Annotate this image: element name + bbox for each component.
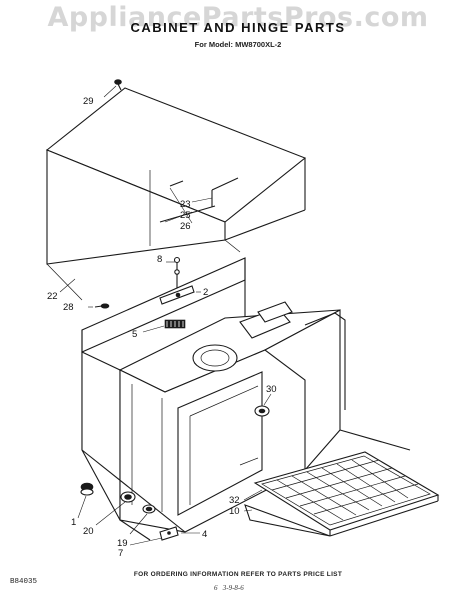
diagram-code: B84035 (10, 578, 38, 586)
foot-20 (120, 491, 136, 503)
callout-20: 20 (83, 526, 94, 537)
callout-8: 8 (157, 254, 162, 265)
callout-28: 28 (63, 302, 74, 313)
grille-rack (244, 451, 440, 537)
page-number: 6 (214, 584, 218, 592)
callout-23: 23 (180, 199, 191, 210)
callout-19: 19 (117, 538, 128, 549)
ordering-note: FOR ORDERING INFORMATION REFER TO PARTS … (133, 571, 343, 578)
callout-2: 2 (203, 287, 208, 298)
screw-29 (114, 79, 122, 91)
callout-30: 30 (266, 384, 277, 395)
callout-22: 22 (47, 291, 58, 302)
page-markings: 6 3-9-8-6 (214, 584, 244, 592)
hinge-pin-8 (173, 256, 181, 288)
callout-4: 4 (202, 529, 207, 540)
watermark: AppliancePartsPros.com (47, 2, 429, 33)
foot-1 (80, 482, 94, 496)
hinge-2 (159, 285, 195, 305)
callout-26: 26 (180, 221, 191, 232)
latch-4 (159, 526, 179, 541)
page-title: CABINET AND HINGE PARTS (130, 20, 346, 35)
callout-7: 7 (118, 548, 123, 559)
callout-5: 5 (132, 329, 137, 340)
callout-1: 1 (71, 517, 76, 528)
model-subtitle: For Model: MW8700XL-2 (194, 40, 282, 49)
vent-5 (164, 319, 186, 329)
screw-28 (94, 303, 110, 309)
callout-32: 32 (229, 495, 240, 506)
oven-chassis (81, 301, 411, 541)
leader-lines (59, 85, 272, 546)
part-30 (254, 405, 270, 417)
callout-10: 10 (229, 506, 240, 517)
callout-25: 25 (180, 210, 191, 221)
callout-29: 29 (83, 96, 94, 107)
handwritten-date: 3-9-8-6 (222, 584, 244, 592)
cabinet-wrapper (45, 87, 307, 301)
foot-19 (142, 504, 156, 514)
